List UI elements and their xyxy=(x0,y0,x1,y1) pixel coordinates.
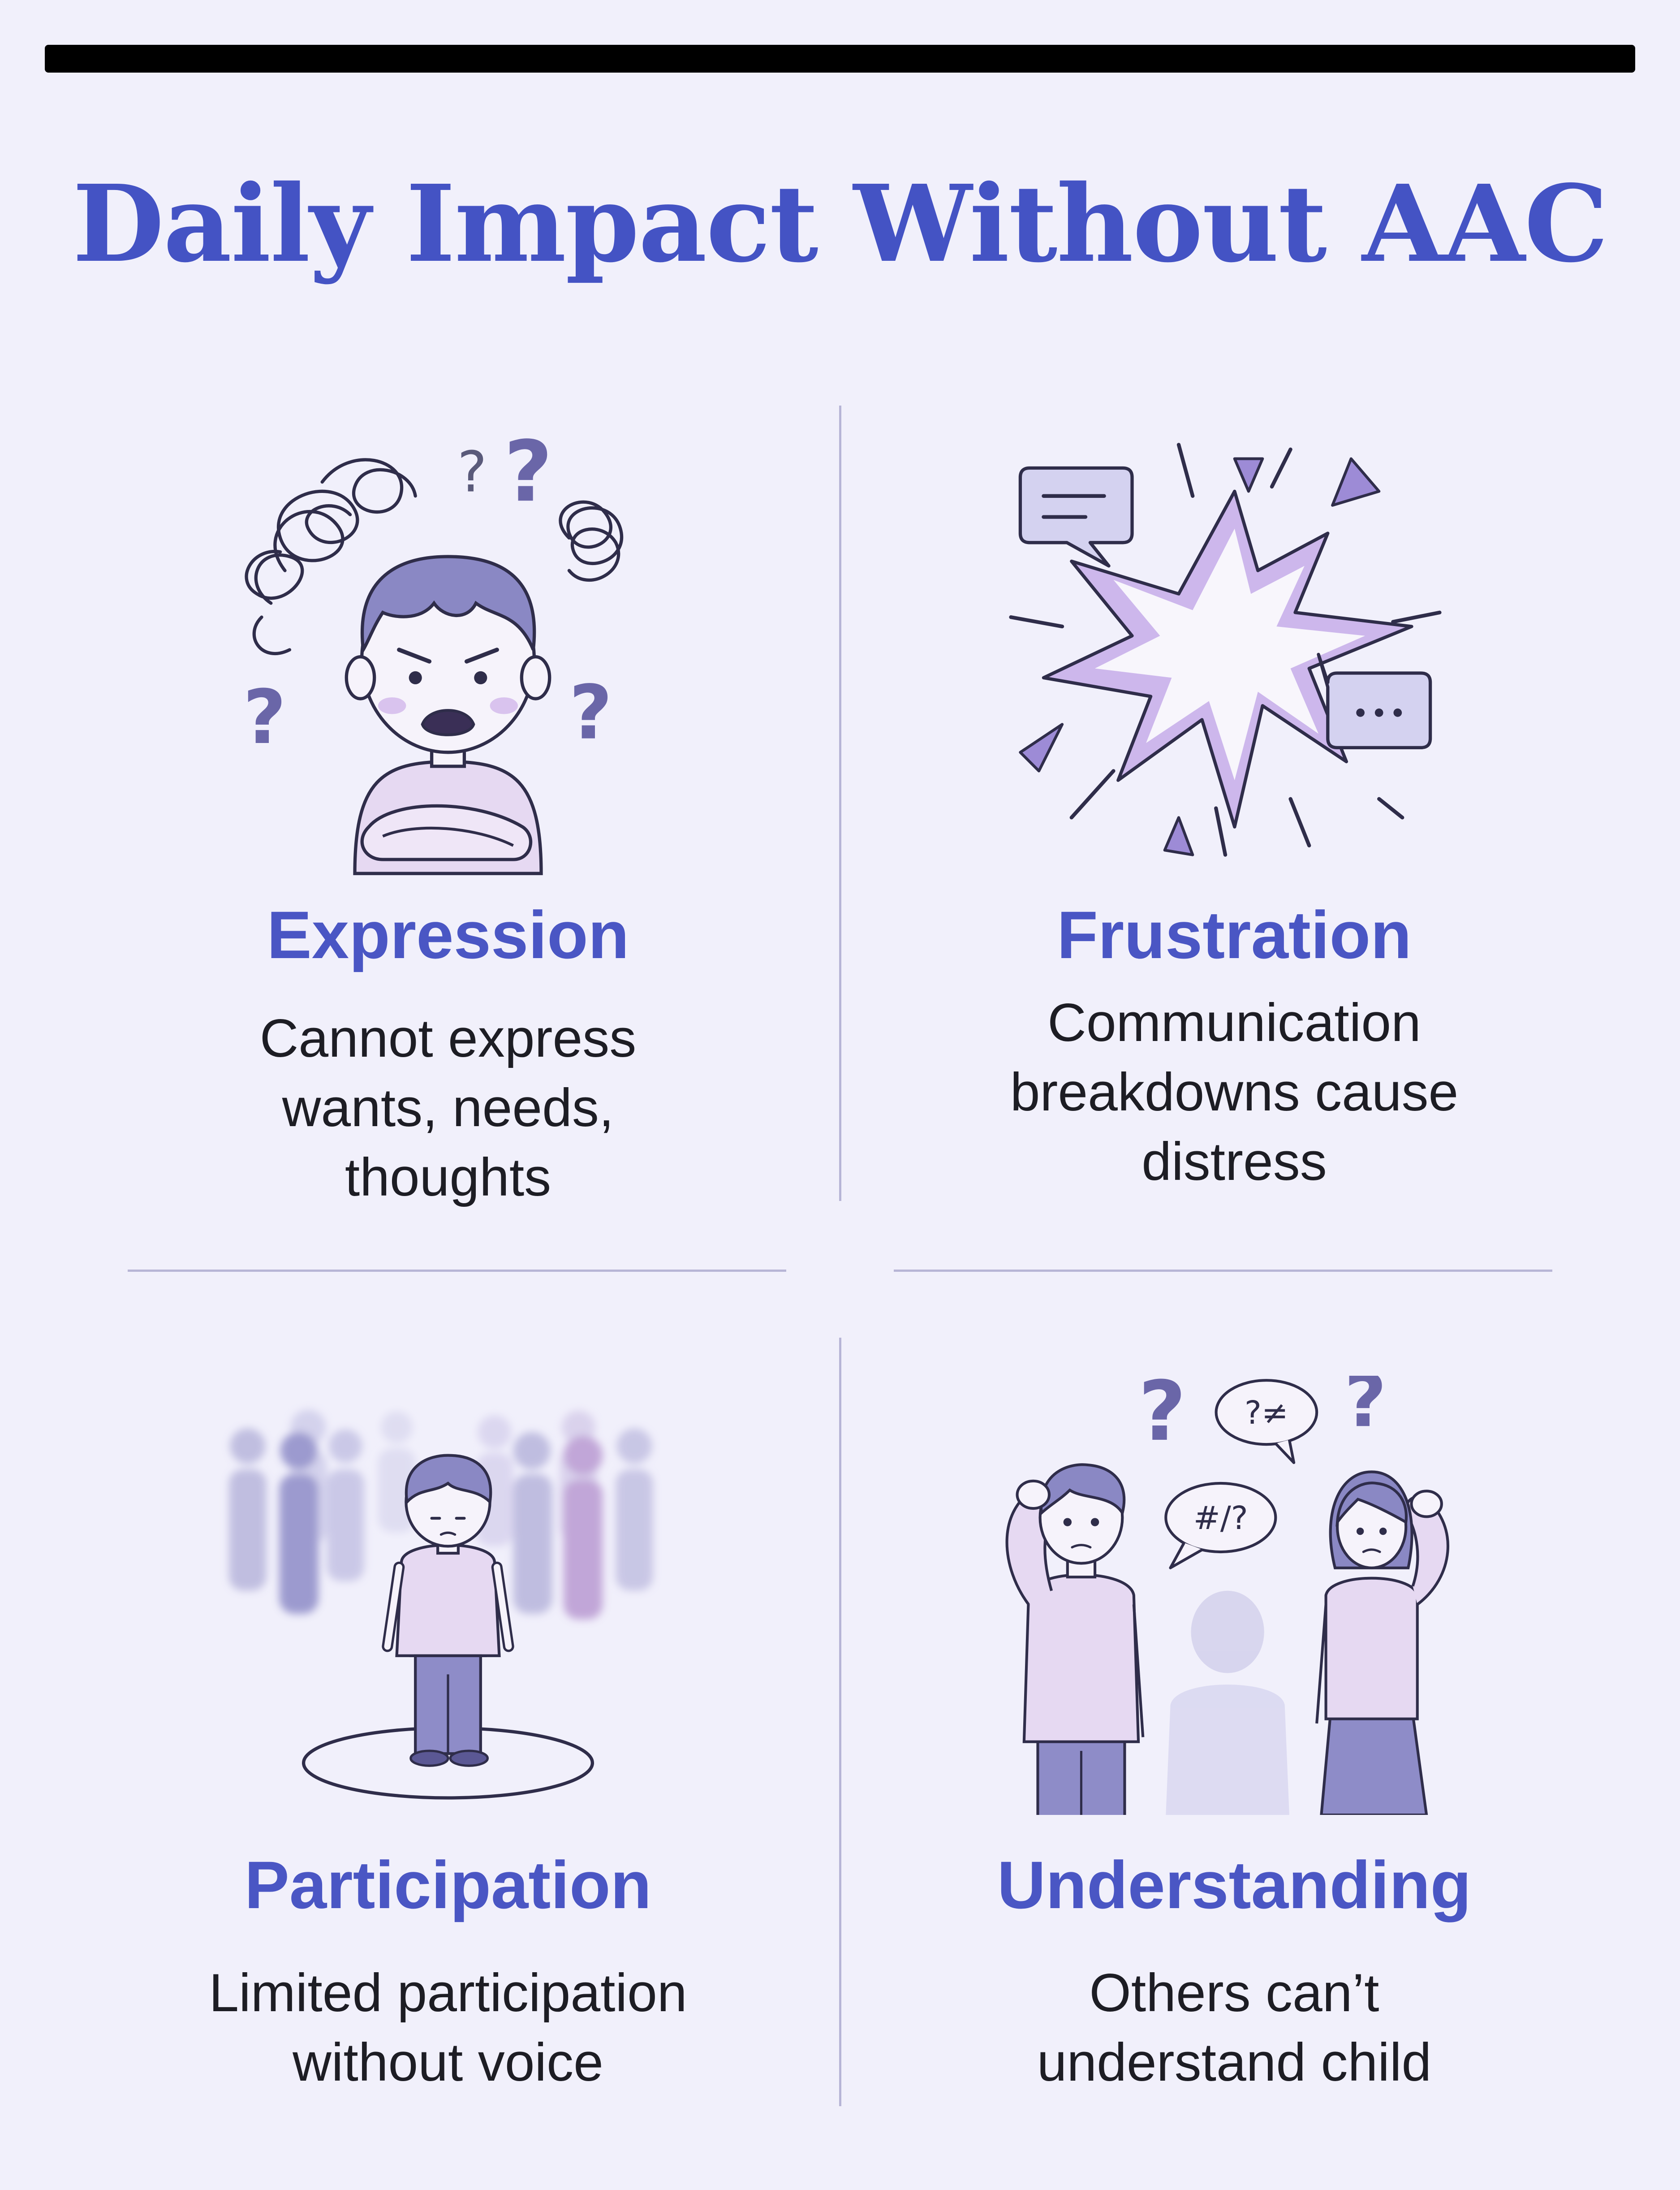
confused-adults-icon: ? ? ?≠ #/? xyxy=(970,1358,1481,1817)
svg-text:?: ? xyxy=(1138,1376,1186,1460)
divider-vertical-top xyxy=(839,406,841,1201)
page-title: Daily Impact Without AAC xyxy=(72,161,1608,286)
card-frustration: Frustration Communication breakdowns cau… xyxy=(849,403,1620,1192)
card-description: Limited participation without voice xyxy=(209,1963,687,2092)
bubble-text-top: ?≠ xyxy=(1245,1394,1288,1431)
card-title: Participation xyxy=(244,1847,652,1922)
frustrated-child-icon: ? ? ? ? xyxy=(215,417,681,883)
svg-text:?: ? xyxy=(1344,1376,1387,1443)
card-description: Cannot express wants, needs, thoughts xyxy=(259,1008,637,1207)
card-title: Frustration xyxy=(1057,897,1412,972)
card-description: Communication breakdowns cause distress xyxy=(1010,993,1459,1192)
card-title: Expression xyxy=(267,897,629,972)
card-description: Others can’t understand child xyxy=(1037,1963,1432,2092)
divider-vertical-bottom xyxy=(839,1338,841,2106)
divider-horizontal-left xyxy=(128,1270,786,1272)
top-bar xyxy=(45,45,1635,73)
burst-speech-bubbles-icon xyxy=(992,417,1458,883)
svg-text:?: ? xyxy=(569,670,612,756)
svg-text:?: ? xyxy=(504,423,553,521)
svg-text:?: ? xyxy=(457,440,487,505)
isolated-child-crowd-icon xyxy=(215,1394,681,1806)
card-understanding: ? ? ?≠ #/? xyxy=(849,1340,1620,2124)
card-participation: Participation Limited participation with… xyxy=(63,1340,833,2124)
divider-horizontal-right xyxy=(894,1270,1552,1272)
svg-text:?: ? xyxy=(243,674,286,761)
bubble-text-middle: #/? xyxy=(1193,1499,1248,1537)
card-title: Understanding xyxy=(997,1847,1472,1922)
card-expression: ? ? ? ? xyxy=(63,403,833,1207)
